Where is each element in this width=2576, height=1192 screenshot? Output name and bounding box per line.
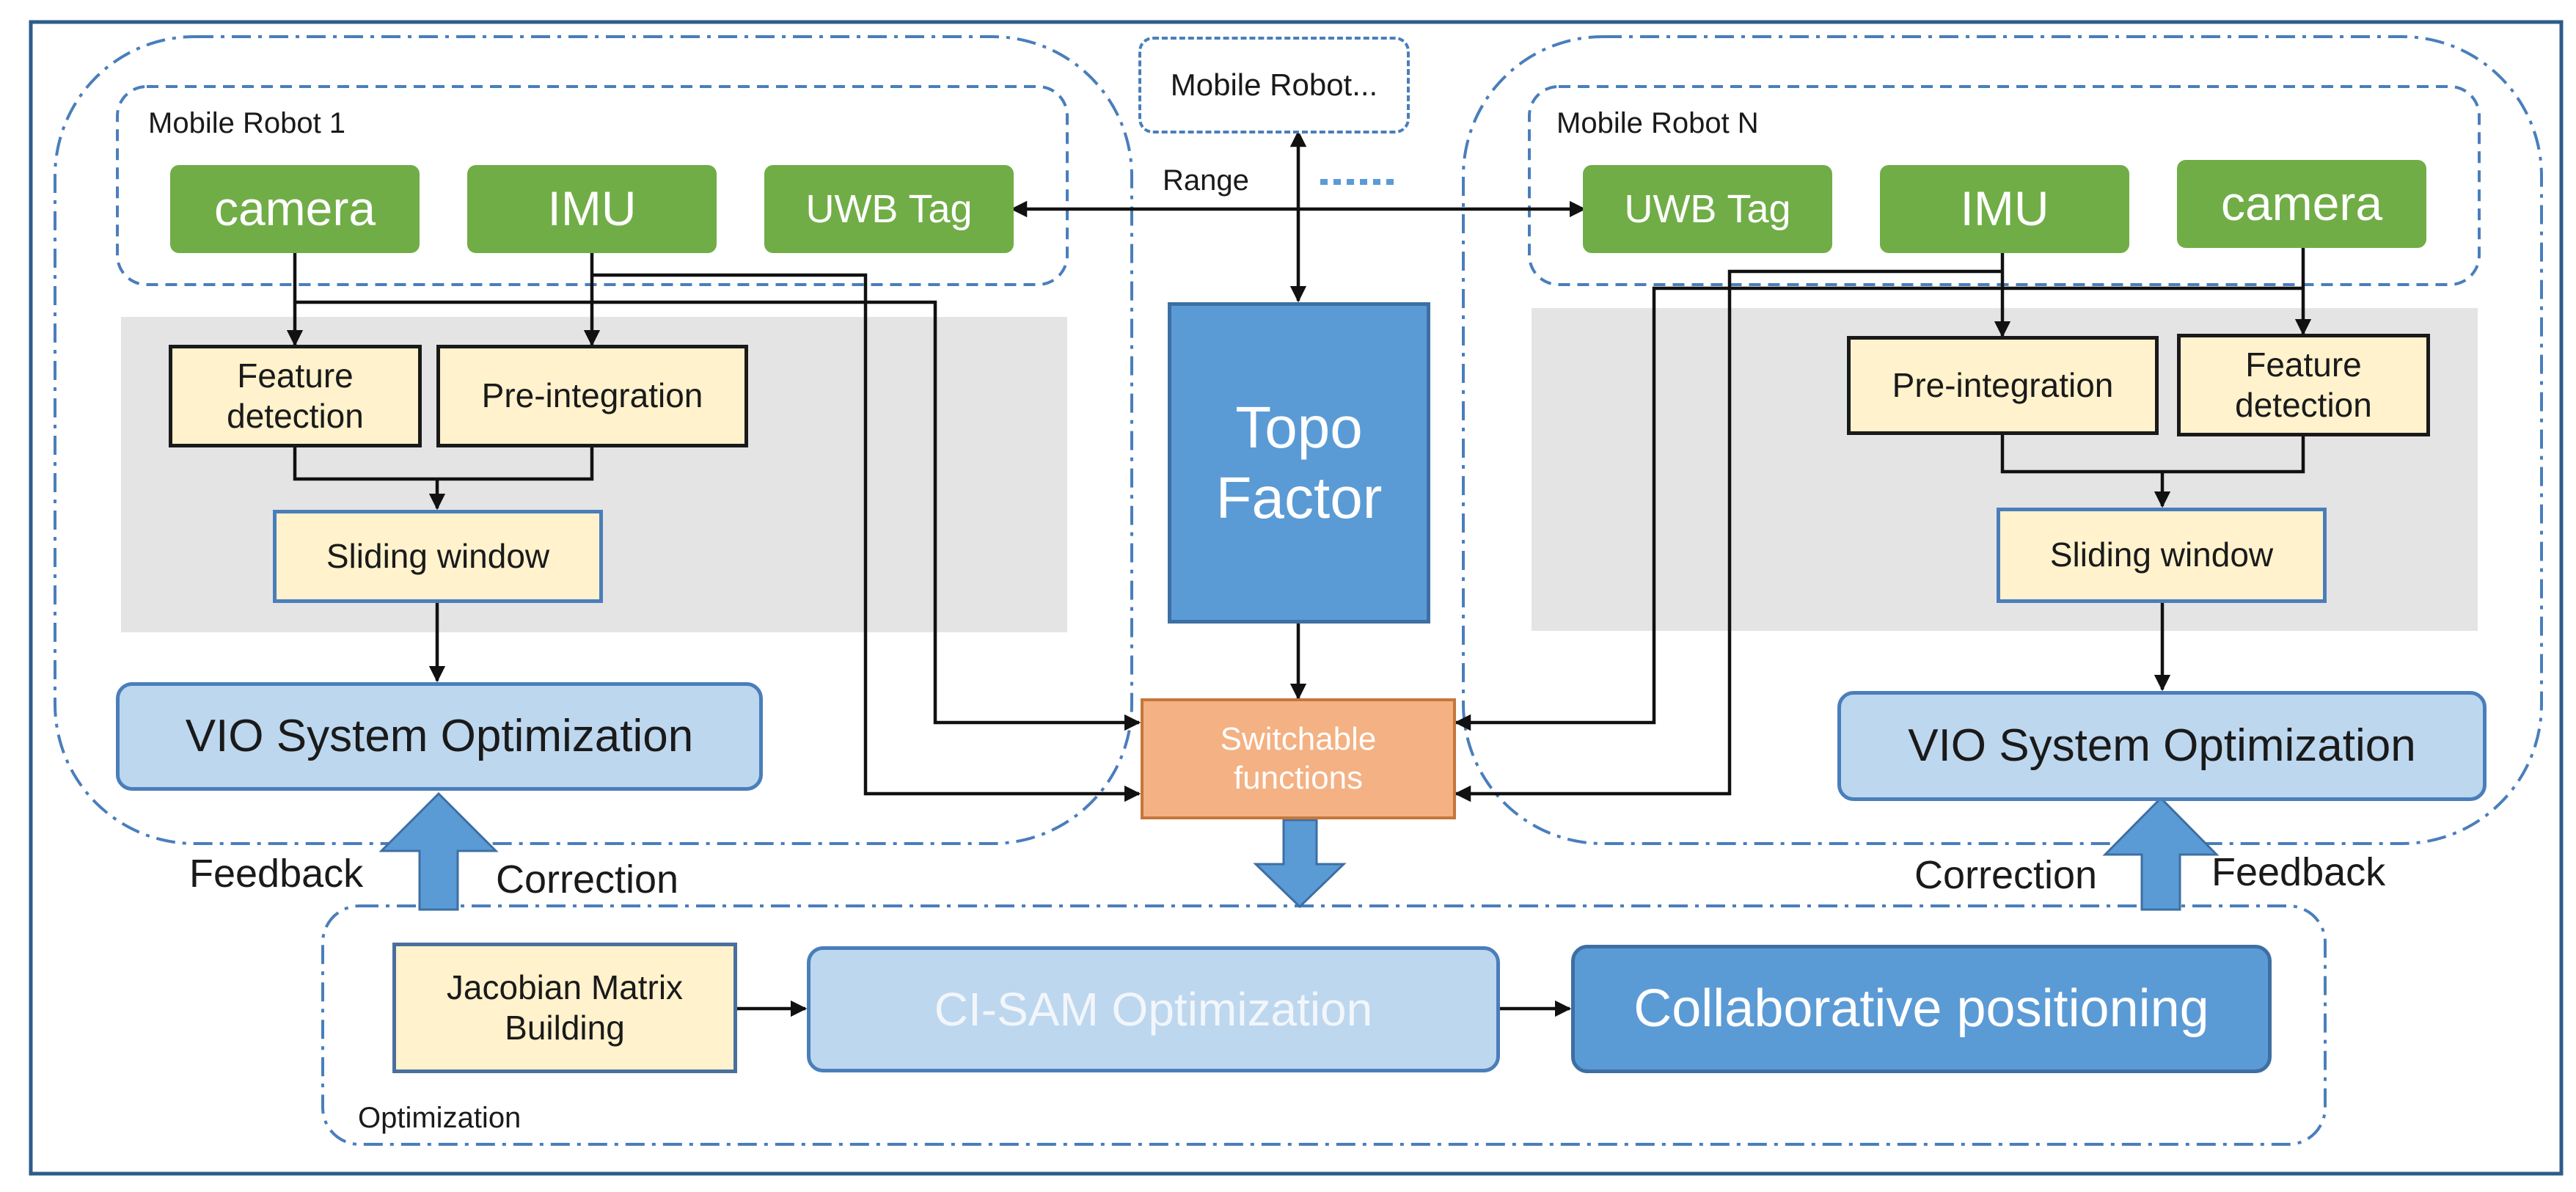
robot1-group-outline bbox=[54, 35, 1133, 845]
collaborative-positioning-node: Collaborative positioning bbox=[1571, 945, 2272, 1073]
robotN-sensor-container bbox=[1528, 85, 2481, 286]
robot1-feedback-label: Feedback bbox=[189, 852, 364, 896]
robot1-feedback-arrow bbox=[378, 791, 499, 911]
switchable-functions-node: Switchable functions bbox=[1141, 698, 1456, 819]
robot1-pre-integration-node: Pre-integration bbox=[436, 345, 748, 447]
mobile-robot-dots-node: Mobile Robot... bbox=[1138, 37, 1410, 134]
robotN-imu-node: IMU bbox=[1880, 165, 2129, 253]
robot1-correction-label: Correction bbox=[496, 858, 679, 902]
robot1-imu-node: IMU bbox=[467, 165, 717, 253]
robotN-correction-label: Correction bbox=[1914, 853, 2098, 897]
topo-factor-node: Topo Factor bbox=[1168, 302, 1430, 624]
robotN-connectors bbox=[1454, 247, 2312, 802]
robot1-connectors bbox=[286, 253, 1141, 802]
ci-sam-optimization-node: CI-SAM Optimization bbox=[807, 946, 1500, 1072]
robotN-feature-detection-node: Feature detection bbox=[2177, 334, 2430, 436]
robot1-sliding-window-node: Sliding window bbox=[273, 510, 603, 603]
robotN-feedback-arrow bbox=[2102, 796, 2220, 911]
switchable-to-optimization-arrow bbox=[1253, 819, 1347, 909]
jacobian-matrix-node: Jacobian Matrix Building bbox=[392, 943, 737, 1073]
range-label: Range bbox=[1163, 164, 1249, 197]
robot1-feature-detection-node: Feature detection bbox=[169, 345, 422, 447]
robotN-vio-optimization-node: VIO System Optimization bbox=[1837, 691, 2487, 801]
robot1-camera-node: camera bbox=[170, 165, 420, 253]
optimization-label: Optimization bbox=[358, 1102, 522, 1134]
robot1-vio-optimization-node: VIO System Optimization bbox=[116, 682, 763, 791]
robotN-pre-integration-node: Pre-integration bbox=[1847, 336, 2159, 435]
outer-frame bbox=[29, 20, 2564, 1176]
robot1-title: Mobile Robot 1 bbox=[148, 107, 346, 139]
robotN-sliding-window-node: Sliding window bbox=[1997, 508, 2327, 603]
robotN-feedback-label: Feedback bbox=[2211, 850, 2386, 894]
robotN-title: Mobile Robot N bbox=[1556, 107, 1759, 139]
center-connectors bbox=[737, 130, 1587, 1017]
robotN-uwb-tag-node: UWB Tag bbox=[1583, 165, 1832, 253]
robotN-camera-node: camera bbox=[2177, 160, 2426, 248]
optimization-group-outline bbox=[321, 904, 2327, 1146]
robot1-uwb-tag-node: UWB Tag bbox=[764, 165, 1014, 253]
robotN-group-outline bbox=[1462, 35, 2543, 845]
